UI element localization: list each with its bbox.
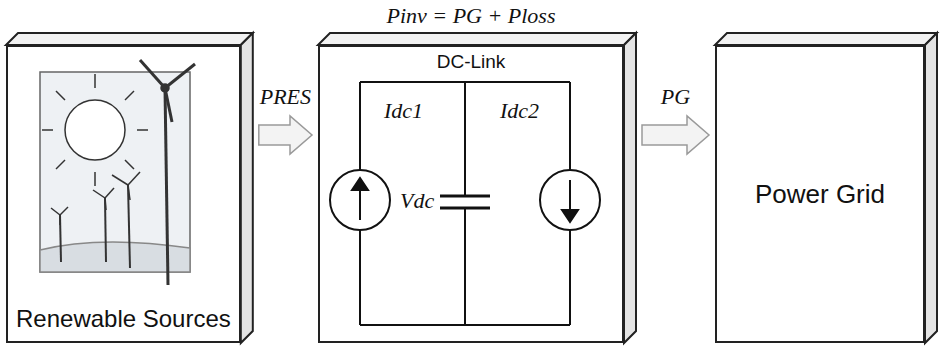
power-flow-arrow [259,116,312,154]
voltage-label: Vdc [400,188,434,214]
grid-box: Power Grid [715,45,925,343]
box-front [6,45,241,343]
box-top-face [715,33,937,45]
current-label: Idc1 [384,98,423,124]
power-label: PRES [260,84,311,110]
box-side-face [624,33,636,343]
box-top-face [6,33,253,45]
power-equation: Pinv = PG + Ploss [320,3,622,29]
renewables-illustration [40,60,195,285]
box-front [318,45,624,343]
box-side-face [925,33,937,343]
box-title: Renewable Sources [16,305,231,333]
current-label: Idc2 [500,98,539,124]
power-label: PG [661,84,690,110]
dc-link-circuit [330,82,600,325]
power-flow-arrow [642,116,709,154]
box-bevels [6,33,937,343]
box-top-face [318,33,636,45]
box-front [715,45,925,343]
box-title: Power Grid [755,179,885,210]
source-box: Renewable Sources [6,45,241,343]
dc-link-box: Pinv = PG + PlossDC-Link [318,45,624,343]
box-title: DC-Link [437,51,506,73]
box-side-face [241,33,253,343]
